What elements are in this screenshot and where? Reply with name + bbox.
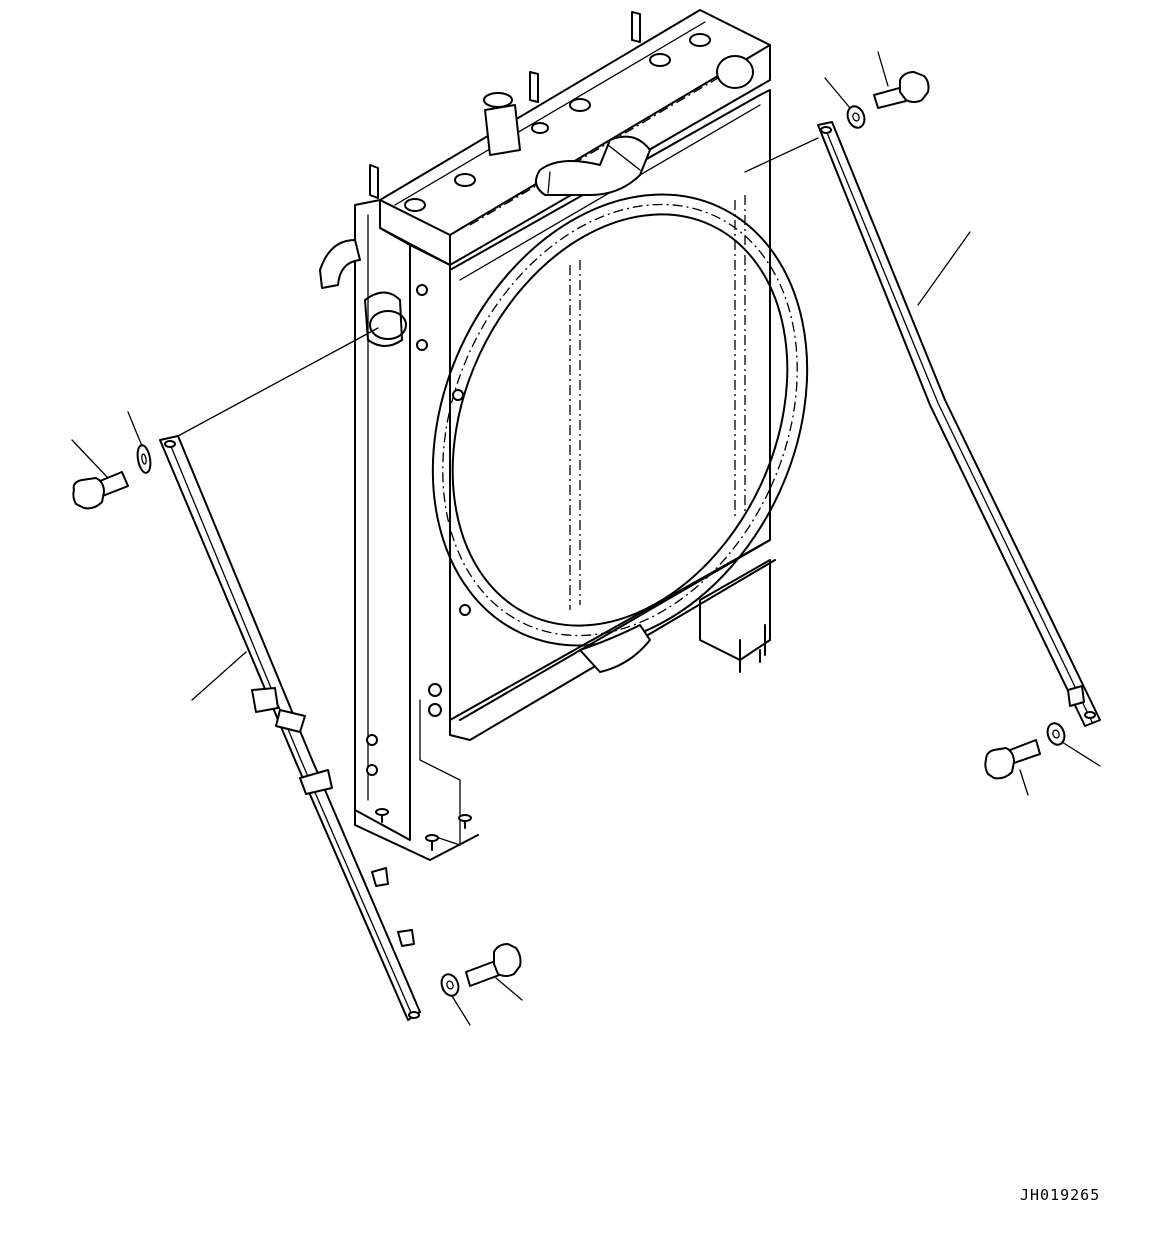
drawing-id-label: JH019265	[1020, 1186, 1101, 1204]
bolt-upper-right	[873, 71, 930, 109]
left-stay	[159, 435, 421, 1021]
right-stay	[817, 121, 1101, 727]
washer-upper-right	[846, 105, 866, 129]
leader-lines	[71, 51, 1101, 1026]
bolt-lower-left	[465, 943, 522, 987]
radiator-assembly	[319, 9, 809, 861]
side-bolts	[366, 284, 471, 776]
top-bosses	[404, 33, 711, 212]
bolt-upper-left	[72, 471, 129, 510]
washer-upper-left	[136, 444, 152, 474]
washer-lower-left	[440, 973, 460, 997]
washer-lower-right	[1046, 722, 1066, 746]
bolt-lower-right	[984, 739, 1041, 780]
